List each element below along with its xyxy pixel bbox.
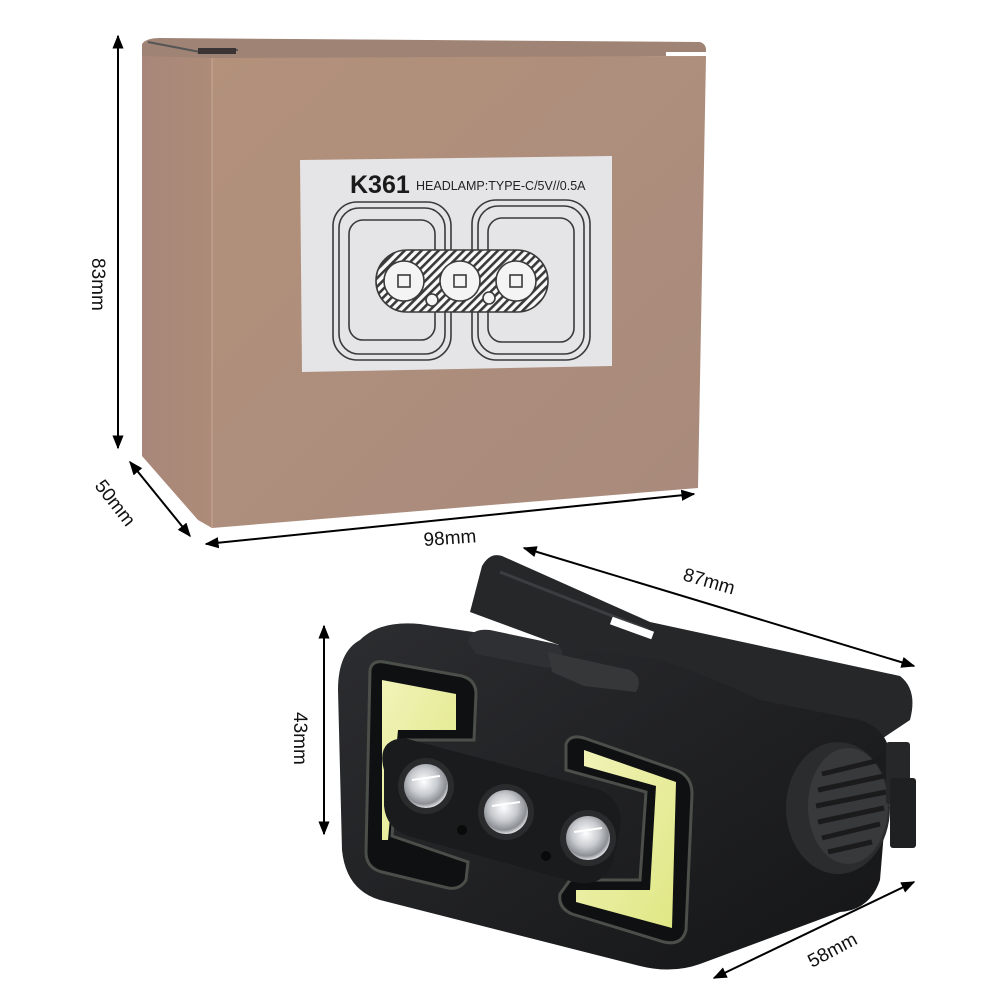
product-box: K361 HEADLAMP:TYPE-C/5V//0.5A [142, 38, 706, 528]
headlamp [338, 555, 916, 970]
box-top-flap [142, 38, 706, 60]
cob-light-left [364, 660, 478, 890]
headlamp-dimension-height: 43mm [289, 624, 330, 836]
box-width-label: 98mm [423, 526, 477, 551]
box-height-label: 83mm [87, 258, 108, 311]
box-dimension-width: 98mm [204, 489, 696, 551]
tilt-knob [786, 742, 916, 874]
led-bar [382, 738, 621, 884]
box-side-face [142, 56, 212, 528]
model-number: K361 [350, 171, 410, 199]
cob-light-right [558, 735, 694, 945]
headlamp-width-label: 87mm [681, 565, 738, 600]
headlamp-height-label: 43mm [289, 712, 310, 765]
box-label: K361 HEADLAMP:TYPE-C/5V//0.5A [300, 156, 612, 372]
spec-text: HEADLAMP:TYPE-C/5V//0.5A [416, 179, 586, 193]
box-dimension-height: 83mm [87, 34, 124, 450]
led-lens-3 [560, 810, 616, 866]
led-lens-2 [478, 784, 534, 840]
box-depth-label: 50mm [90, 476, 139, 531]
headlamp-line-art [332, 199, 591, 361]
headlamp-depth-label: 58mm [804, 929, 860, 972]
led-lens-1 [398, 758, 454, 814]
